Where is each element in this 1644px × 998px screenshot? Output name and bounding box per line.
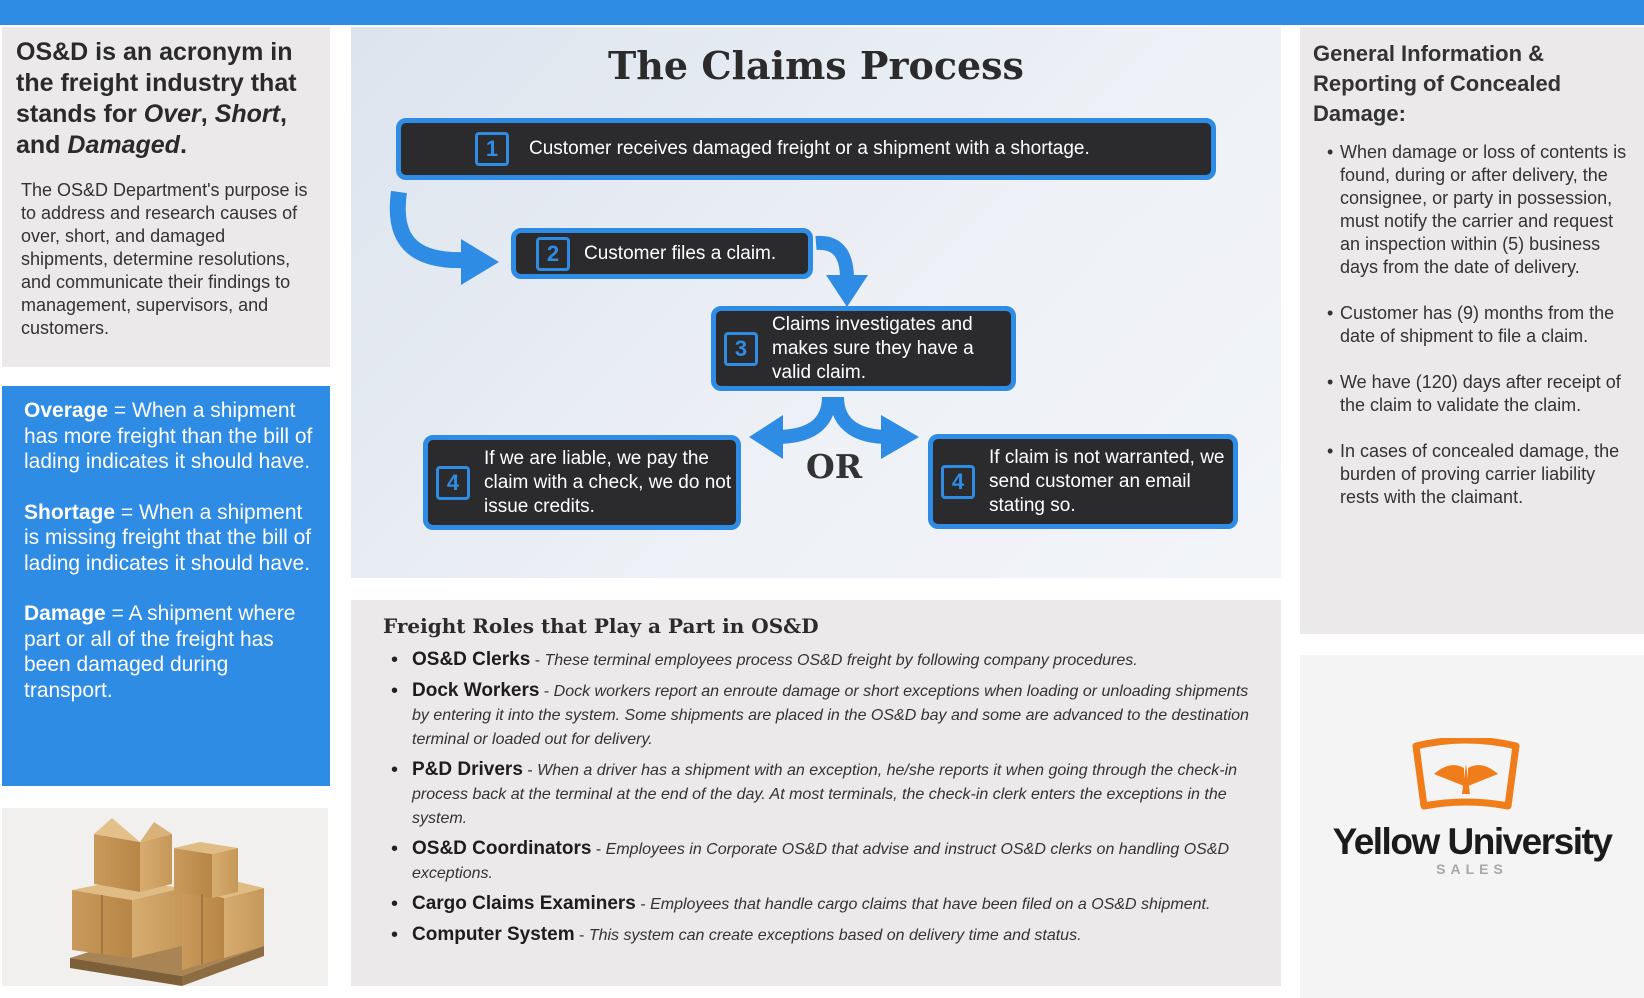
role-name: OS&D Coordinators [412,838,592,859]
step-3-box: 3 Claims investigates and makes sure the… [711,306,1016,391]
step-text: Customer files a claim. [584,242,777,264]
intro-heading: OS&D is an acronym in the freight indust… [16,37,316,161]
step-number-badge: 3 [724,331,758,366]
step-number-badge: 4 [436,465,470,500]
general-info-title: General Information & Reporting of Conce… [1313,41,1562,126]
definition-term: Damage [24,602,106,625]
step-text: If claim is not warranted, we send custo… [989,446,1225,516]
role-separator: - [522,762,538,779]
role-separator: - [635,896,651,913]
intro-panel: OS&D is an acronym in the freight indust… [2,27,330,367]
or-label: OR [806,447,863,486]
role-name: Cargo Claims Examiners [412,893,636,914]
book-logo-icon [1412,738,1520,810]
logo-wordmark: Yellow University [1332,821,1613,862]
role-separator: - [539,683,554,700]
role-name: Dock Workers [412,680,540,701]
freight-roles-title: Freight Roles that Play a Part in OS&D [383,614,819,638]
step-4-liable-box: 4 If we are liable, we pay the claim wit… [423,435,741,530]
role-separator: - [530,652,545,669]
role-item: P&D Drivers - When a driver has a shipme… [383,758,1257,831]
role-description: When a driver has a shipment with an exc… [412,762,1238,827]
info-item: When damage or loss of contents is found… [1313,141,1632,279]
info-item: Customer has (9) months from the date of… [1313,302,1632,348]
definition-overage: Overage = When a shipment has more freig… [24,398,314,475]
logo-subtitle: SALES [1436,861,1508,877]
boxes-image-panel [2,808,328,986]
freight-roles-list: OS&D Clerks - These terminal employees p… [383,648,1257,948]
intro-short: Short [214,100,280,128]
top-accent-bar [0,0,1644,25]
definitions-panel: Overage = When a shipment has more freig… [2,386,330,786]
role-description: These terminal employees process OS&D fr… [544,652,1138,669]
role-name: Computer System [412,924,575,945]
step-2-box: 2 Customer files a claim. [511,228,813,279]
role-separator: - [591,841,606,858]
step-text: Customer receives damaged freight or a s… [529,138,1090,159]
intro-over: Over [143,100,201,128]
intro-body: The OS&D Department's purpose is to addr… [21,180,308,338]
role-item: Computer System - This system can create… [383,923,1257,948]
freight-roles-panel: Freight Roles that Play a Part in OS&D O… [351,600,1281,986]
role-description: This system can create exceptions based … [588,927,1082,944]
role-item: OS&D Clerks - These terminal employees p… [383,648,1257,673]
process-flow-arrows [389,190,919,459]
general-info-list: When damage or loss of contents is found… [1313,141,1632,509]
role-description: Employees that handle cargo claims that … [650,896,1211,913]
role-item: Dock Workers - Dock workers report an en… [383,679,1257,752]
step-number-badge: 2 [536,236,570,271]
step-text: If we are liable, we pay the claim with … [484,447,732,517]
logo-panel: Yellow University SALES [1300,655,1644,998]
intro-period: . [179,131,187,159]
info-item: In cases of concealed damage, the burden… [1313,440,1632,509]
definition-text: = A shipment where part or all of the fr… [24,602,296,702]
definition-text: = When a shipment has more freight than … [24,399,313,473]
definition-term: Shortage [24,500,116,524]
definition-term: Overage [24,399,109,422]
intro-heading-text: OS&D is an acronym in the freight indust… [16,38,297,128]
step-number-badge: 4 [941,464,975,499]
role-separator: - [574,927,589,944]
definition-damage: Damage = A shipment where part or all of… [24,601,314,703]
intro-damaged: Damaged [67,131,180,159]
step-number-badge: 1 [475,132,509,166]
role-item: OS&D Coordinators - Employees in Corpora… [383,837,1257,886]
role-item: Cargo Claims Examiners - Employees that … [383,892,1257,917]
cardboard-boxes-on-pallet-image [70,818,264,986]
info-item: We have (120) days after receipt of the … [1313,371,1632,417]
step-4-not-warranted-box: 4 If claim is not warranted, we send cus… [928,434,1238,529]
role-name: P&D Drivers [412,759,523,780]
definition-shortage: Shortage = When a shipment is missing fr… [24,500,314,577]
definition-text: = When a shipment is missing freight tha… [24,500,312,575]
role-name: OS&D Clerks [412,649,531,670]
claims-process-panel: The Claims Process 1 Customer receives d… [351,27,1281,578]
step-1-box: 1 Customer receives damaged freight or a… [396,118,1216,180]
general-info-panel: General Information & Reporting of Conce… [1300,27,1644,634]
claims-process-title: The Claims Process [608,43,1024,88]
role-description: Dock workers report an enroute damage or… [412,683,1249,748]
step-text: Claims investigates and makes sure they … [772,313,974,383]
intro-comma: , [200,100,215,128]
role-description: Employees in Corporate OS&D that advise … [412,841,1230,882]
intro-and: , and [16,100,287,159]
